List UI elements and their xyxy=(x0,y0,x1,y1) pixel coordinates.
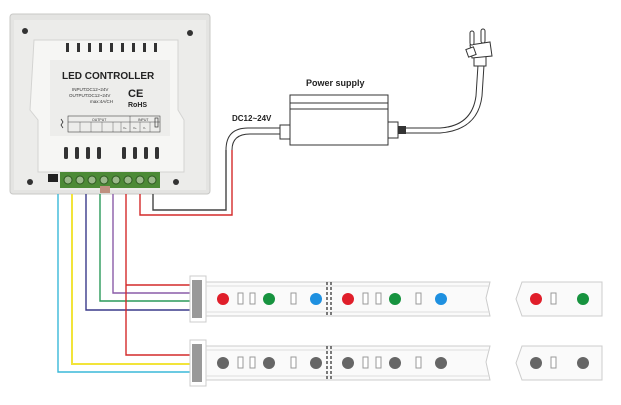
led xyxy=(263,293,275,305)
wire-green xyxy=(99,194,193,302)
wire-purple xyxy=(112,194,193,294)
spec-max: max:4A/CH xyxy=(90,99,113,104)
resistor xyxy=(375,292,382,305)
led xyxy=(263,357,275,369)
wires xyxy=(57,150,233,373)
led xyxy=(310,293,322,305)
resistor xyxy=(290,292,297,305)
resistor xyxy=(362,292,369,305)
fuse-icon xyxy=(154,117,159,128)
psu-input-connector xyxy=(387,121,399,139)
controller-title: LED CONTROLLER xyxy=(62,71,155,82)
spec-output: OUTPUT:DC12~24V xyxy=(69,93,110,98)
power-supply: Power supply DC12~24V xyxy=(225,64,485,151)
terminal-label-table: OUTPUT INPUT V+ V+ V- xyxy=(60,115,161,133)
spec-input: INPUT:DC12~24V xyxy=(72,87,108,92)
psu-output-connector xyxy=(279,124,291,140)
resistor xyxy=(237,356,244,369)
terminal-screws[interactable] xyxy=(63,175,157,185)
wire-power-positive xyxy=(139,150,233,216)
dc-voltage-label: DC12~24V xyxy=(232,114,272,123)
terminal-label: V+ xyxy=(123,126,127,130)
strip-connector xyxy=(192,280,202,318)
rgb-strip xyxy=(189,275,603,323)
wire-navy xyxy=(85,194,193,311)
ground-symbol-icon xyxy=(60,118,64,129)
terminal-tab xyxy=(100,186,110,193)
led xyxy=(217,357,229,369)
connector-stub xyxy=(48,174,58,182)
screw-hole xyxy=(173,179,179,185)
single-color-strip xyxy=(189,339,603,387)
led xyxy=(217,293,229,305)
resistor xyxy=(290,356,297,369)
resistor xyxy=(550,356,557,369)
led xyxy=(342,357,354,369)
strip-tail-segment xyxy=(515,345,603,381)
wire-yellow xyxy=(71,194,193,365)
led xyxy=(435,357,447,369)
led-strips xyxy=(189,275,603,387)
led xyxy=(577,357,589,369)
wire-red-common xyxy=(125,194,193,356)
output-group-label: OUTPUT xyxy=(92,118,107,122)
strip-connector xyxy=(192,344,202,382)
bottom-vents xyxy=(64,147,159,159)
resistor xyxy=(237,292,244,305)
top-vents xyxy=(66,43,157,52)
wire-power-negative xyxy=(152,150,227,211)
led xyxy=(342,293,354,305)
screw-hole xyxy=(187,30,193,36)
resistor xyxy=(550,292,557,305)
terminal-label: V- xyxy=(143,126,146,130)
screw-hole xyxy=(22,28,28,34)
resistor xyxy=(415,292,422,305)
screw-hole xyxy=(27,179,33,185)
resistor xyxy=(415,356,422,369)
cable-strain-relief xyxy=(398,126,406,134)
terminal-block xyxy=(60,172,160,188)
rohs-mark: RoHS xyxy=(128,102,147,109)
power-supply-label: Power supply xyxy=(306,78,365,88)
led xyxy=(530,357,542,369)
led-controller: LED CONTROLLER INPUT:DC12~24V OUTPUT:DC1… xyxy=(9,13,211,195)
resistor xyxy=(249,292,256,305)
led xyxy=(530,293,542,305)
led xyxy=(389,293,401,305)
resistor xyxy=(362,356,369,369)
wire-cyan xyxy=(57,194,193,373)
led xyxy=(435,293,447,305)
strip-tail-segment xyxy=(515,281,603,317)
resistor xyxy=(249,356,256,369)
terminal-label: V+ xyxy=(133,126,137,130)
input-group-label: INPUT xyxy=(138,118,149,122)
led xyxy=(310,357,322,369)
ce-mark: CE xyxy=(128,88,143,100)
ac-plug-icon xyxy=(465,28,493,67)
resistor xyxy=(375,356,382,369)
led xyxy=(577,293,589,305)
led xyxy=(389,357,401,369)
